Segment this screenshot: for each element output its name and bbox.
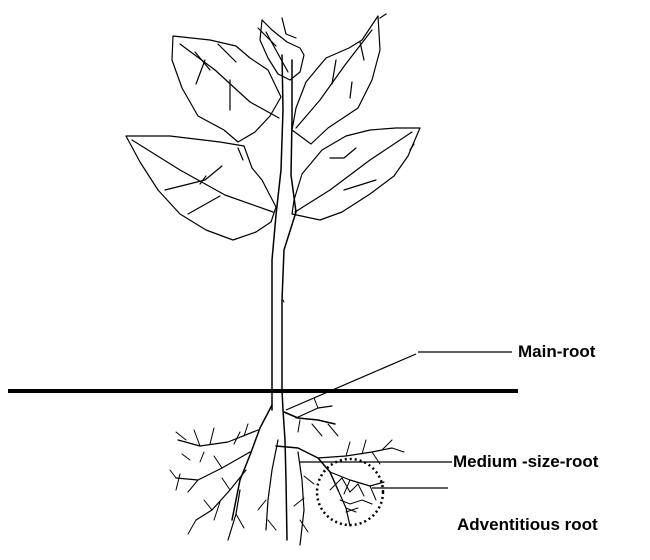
leaf-lower-right: [292, 128, 420, 220]
leaves: [126, 14, 420, 240]
leaf-apex: [258, 18, 304, 80]
label-medium-size-root: Medium -size-root: [453, 453, 598, 470]
leaf-upper-right: [292, 14, 386, 144]
leader-line-main-root-diagonal: [286, 354, 416, 410]
leaf-lower-left: [126, 136, 276, 240]
root-system: [170, 398, 404, 545]
label-main-root: Main-root: [518, 343, 595, 360]
stem: [272, 55, 296, 410]
label-adventitious-root: Adventitious root: [457, 516, 598, 533]
